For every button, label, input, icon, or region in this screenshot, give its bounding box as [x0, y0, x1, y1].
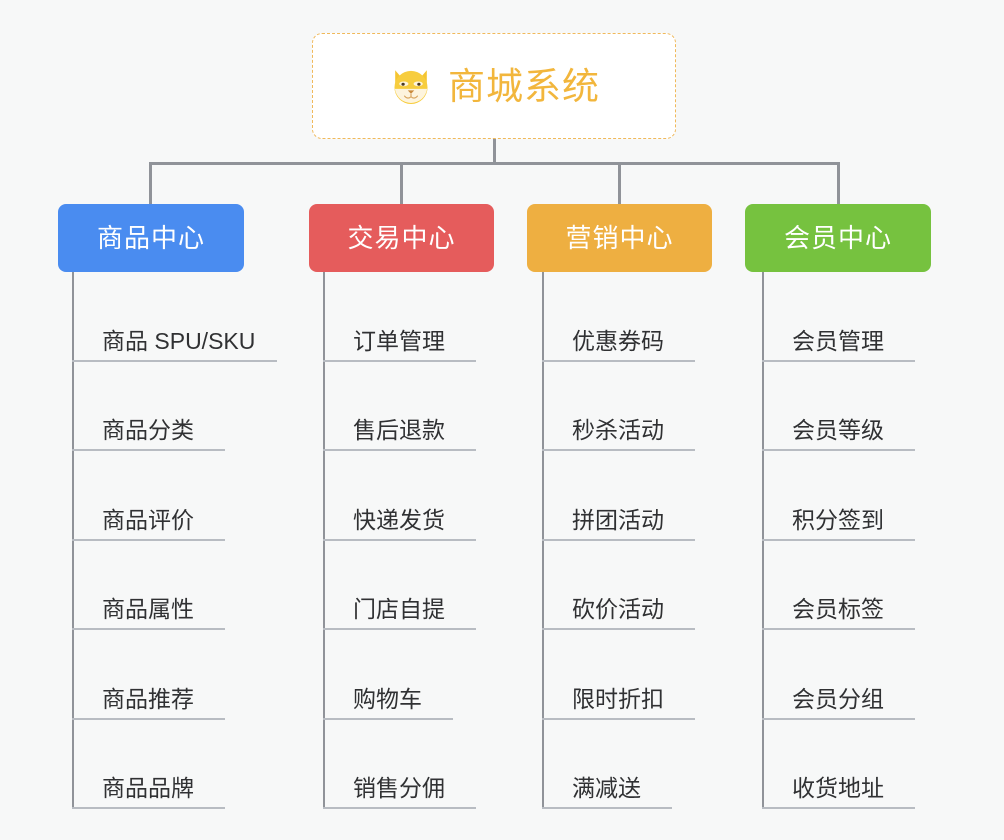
- leaf-underline: [762, 449, 915, 451]
- leaf-label: 销售分佣: [353, 775, 445, 801]
- leaf-item[interactable]: 销售分佣: [323, 720, 478, 809]
- connector-drop-1: [149, 162, 152, 206]
- leaf-underline: [72, 628, 225, 630]
- leaf-item[interactable]: 商品品牌: [72, 720, 277, 809]
- category-label-1: 商品中心: [96, 223, 205, 253]
- leaf-label: 优惠券码: [572, 327, 664, 354]
- leaf-item[interactable]: 砍价活动: [542, 541, 697, 630]
- leaf-item[interactable]: 门店自提: [323, 541, 478, 630]
- leaf-underline: [72, 807, 225, 809]
- leaf-item[interactable]: 商品 SPU/SKU: [72, 272, 277, 362]
- leaf-label: 会员管理: [792, 327, 884, 354]
- leaf-label: 商品评价: [102, 506, 194, 533]
- leaf-item[interactable]: 满减送: [542, 720, 697, 809]
- connector-trunk-vertical: [493, 139, 496, 164]
- category-box-4[interactable]: 会员中心: [745, 204, 931, 272]
- leaf-underline: [762, 628, 915, 630]
- leaf-label: 购物车: [353, 685, 422, 712]
- column-spine-3: [542, 272, 544, 809]
- category-box-2[interactable]: 交易中心: [309, 204, 494, 272]
- leaf-underline: [542, 807, 672, 809]
- category-label-3: 营销中心: [565, 223, 674, 253]
- leaf-item[interactable]: 拼团活动: [542, 451, 697, 541]
- leaf-item[interactable]: 收货地址: [762, 720, 917, 809]
- leaf-column-1: 商品 SPU/SKU 商品分类 商品评价 商品属性 商品推荐 商品品牌: [72, 272, 277, 809]
- leaf-item[interactable]: 会员等级: [762, 362, 917, 451]
- leaf-label: 商品属性: [102, 596, 194, 622]
- leaf-underline: [762, 538, 915, 541]
- leaf-underline: [542, 449, 695, 451]
- column-spine-4: [762, 272, 764, 809]
- leaf-label: 限时折扣: [572, 685, 664, 712]
- leaf-underline: [323, 359, 476, 362]
- leaf-item[interactable]: 售后退款: [323, 362, 478, 451]
- leaf-label: 商品分类: [102, 417, 194, 443]
- leaf-underline: [323, 538, 476, 541]
- shiba-dog-emoji-icon: [394, 70, 428, 104]
- leaf-underline: [72, 359, 277, 362]
- leaf-underline: [542, 628, 695, 630]
- leaf-item[interactable]: 商品属性: [72, 541, 277, 630]
- leaf-underline: [72, 449, 225, 451]
- leaf-label: 商品推荐: [102, 685, 194, 712]
- root-node-shop-system[interactable]: 商城系统: [312, 33, 676, 139]
- leaf-item[interactable]: 积分签到: [762, 451, 917, 541]
- leaf-label: 售后退款: [353, 417, 445, 443]
- leaf-underline: [762, 717, 915, 720]
- leaf-column-3: 优惠券码 秒杀活动 拼团活动 砍价活动 限时折扣 满减送: [542, 272, 697, 809]
- leaf-label: 商品品牌: [102, 775, 194, 801]
- leaf-label: 会员等级: [792, 417, 884, 443]
- leaf-item[interactable]: 订单管理: [323, 272, 478, 362]
- column-spine-2: [323, 272, 325, 809]
- leaf-item[interactable]: 会员分组: [762, 630, 917, 720]
- category-box-1[interactable]: 商品中心: [58, 204, 244, 272]
- leaf-underline: [323, 449, 476, 451]
- leaf-underline: [542, 717, 695, 720]
- leaf-underline: [762, 807, 915, 809]
- leaf-item[interactable]: 会员管理: [762, 272, 917, 362]
- leaf-underline: [323, 717, 453, 720]
- leaf-underline: [72, 538, 225, 541]
- leaf-label: 门店自提: [353, 596, 445, 622]
- connector-drop-2: [400, 162, 403, 206]
- leaf-underline: [323, 628, 476, 630]
- leaf-label: 满减送: [572, 775, 641, 801]
- root-node-label: 商城系统: [448, 65, 600, 107]
- leaf-label: 快递发货: [353, 506, 445, 533]
- leaf-label: 会员标签: [792, 596, 884, 622]
- leaf-label: 拼团活动: [572, 506, 664, 533]
- category-label-2: 交易中心: [347, 223, 456, 253]
- leaf-label: 收货地址: [792, 775, 884, 801]
- leaf-label: 积分签到: [792, 506, 884, 533]
- leaf-column-2: 订单管理 售后退款 快递发货 门店自提 购物车 销售分佣: [323, 272, 478, 809]
- leaf-underline: [323, 807, 476, 809]
- leaf-item[interactable]: 商品分类: [72, 362, 277, 451]
- connector-drop-4: [837, 162, 840, 206]
- connector-bus-horizontal: [150, 162, 840, 165]
- leaf-label: 订单管理: [353, 327, 445, 354]
- leaf-item[interactable]: 快递发货: [323, 451, 478, 541]
- leaf-item[interactable]: 会员标签: [762, 541, 917, 630]
- leaf-underline: [542, 359, 695, 362]
- category-label-4: 会员中心: [783, 223, 892, 253]
- leaf-label: 砍价活动: [572, 596, 664, 622]
- leaf-column-4: 会员管理 会员等级 积分签到 会员标签 会员分组 收货地址: [762, 272, 917, 809]
- leaf-item[interactable]: 商品评价: [72, 451, 277, 541]
- leaf-item[interactable]: 限时折扣: [542, 630, 697, 720]
- category-box-3[interactable]: 营销中心: [527, 204, 712, 272]
- leaf-underline: [542, 538, 695, 541]
- leaf-label: 秒杀活动: [572, 417, 664, 443]
- leaf-label: 商品 SPU/SKU: [102, 327, 256, 354]
- leaf-item[interactable]: 购物车: [323, 630, 478, 720]
- column-spine-1: [72, 272, 74, 809]
- leaf-underline: [762, 359, 915, 362]
- connector-drop-3: [618, 162, 621, 206]
- leaf-underline: [72, 717, 225, 720]
- leaf-label: 会员分组: [792, 685, 884, 712]
- leaf-item[interactable]: 优惠券码: [542, 272, 697, 362]
- leaf-item[interactable]: 秒杀活动: [542, 362, 697, 451]
- leaf-item[interactable]: 商品推荐: [72, 630, 277, 720]
